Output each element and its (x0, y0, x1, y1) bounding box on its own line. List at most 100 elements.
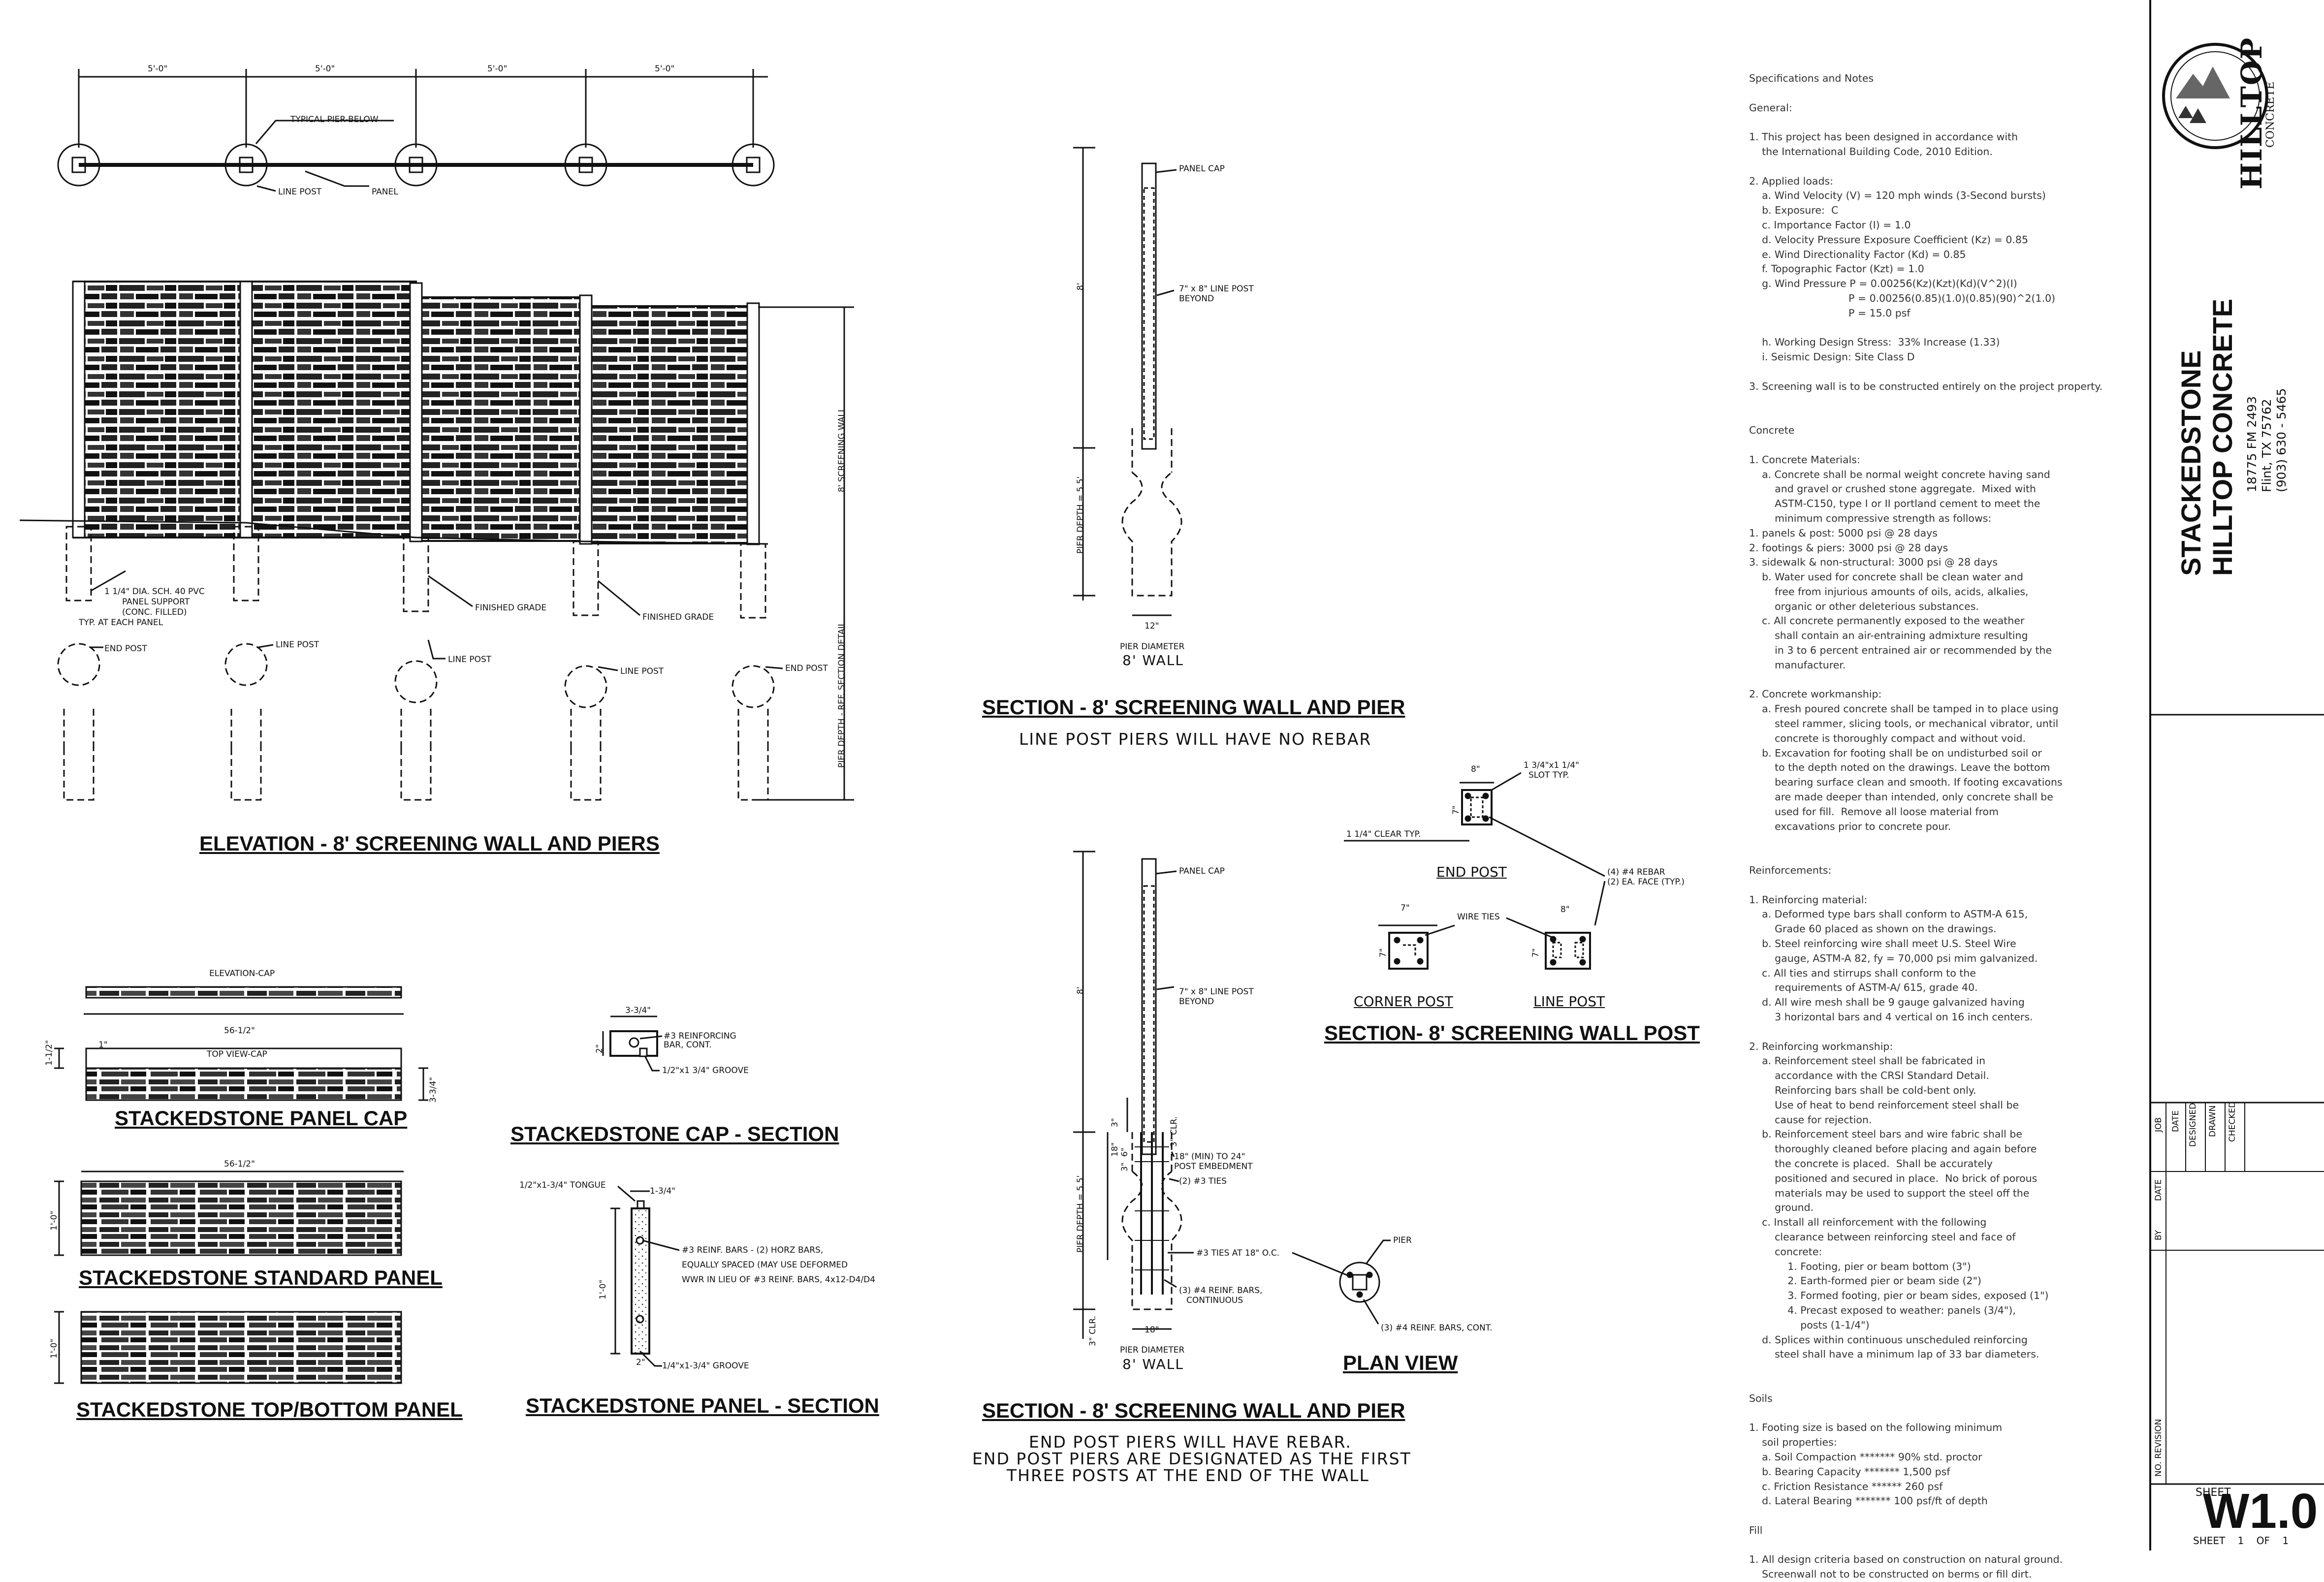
notes-line: shall contain an air-entraining admixtur… (1749, 630, 2028, 642)
post-dim-7: 7" (1451, 805, 1461, 815)
notes-line: b. Steel reinforcing wire shall meet U.S… (1749, 938, 2016, 950)
line-post-dim-7: 7" (1531, 948, 1541, 957)
dia-label-top: 12" (1145, 621, 1159, 631)
wire-ties-label: WIRE TIES (1457, 912, 1500, 922)
notes-line: 2. Earth-formed pier or beam side (2") (1749, 1275, 1981, 1287)
notes-line: thoroughly cleaned before placing and ag… (1749, 1143, 2037, 1155)
section-bottom-subtitle-1: END POST PIERS WILL HAVE REBAR. (1029, 1432, 1352, 1452)
plan-bars-label: (3) #4 REINF. BARS, CONT. (1381, 1323, 1493, 1333)
sheet-number: W1.0 (2203, 1484, 2318, 1539)
logo-word: HILLTOP (2235, 36, 2268, 190)
section-top-subtitle: LINE POST PIERS WILL HAVE NO REBAR (1019, 729, 1372, 749)
notes-line (1749, 1362, 2102, 1377)
standard-panel-title: STACKEDSTONE STANDARD PANEL (79, 1266, 443, 1289)
section-bottom-drawing (1073, 851, 1391, 1339)
line-post-label: LINE POST (278, 187, 322, 197)
pier-depth-label-bottom: PIER DEPTH = 5.5' (1076, 1175, 1085, 1253)
notes-line: General: (1749, 101, 1792, 114)
elevation-cap-label: ELEVATION-CAP (209, 969, 275, 979)
end-post-label-1: END POST (104, 644, 147, 654)
col-job: JOB (2154, 1117, 2164, 1132)
cap-width-label: 56-1/2" (224, 1026, 255, 1036)
post-dim-8: 8" (1471, 764, 1480, 774)
pier-diameter-top: PIER DIAMETER (1120, 642, 1185, 652)
col-drawn: DRAWN (2208, 1105, 2218, 1137)
panel-section-h: 1'-0" (598, 1279, 608, 1299)
bars-label-1: (3) #4 REINF. BARS, (1179, 1286, 1263, 1296)
panel-groove-label: 1/4"x1-3/4" GROOVE (662, 1361, 749, 1371)
notes-line (1749, 878, 2102, 893)
rebar-label-2: (2) EA. FACE (TYP.) (1607, 877, 1685, 887)
line-post-label-3: LINE POST (448, 655, 492, 664)
rebar-label-1: (4) #4 REBAR (1607, 867, 1665, 877)
pier-depth-label: PIER DEPTH - REF. SECTION DETAIL (837, 621, 847, 768)
notes-line: c. All ties and stirrups shall conform t… (1749, 967, 1976, 979)
notes-line: c. Install all reinforcement with the fo… (1749, 1216, 1987, 1229)
notes-line: 2. Applied loads: (1749, 175, 1834, 187)
cap-groove-label: 1/2"x1 3/4" GROOVE (662, 1066, 749, 1076)
panel-details-drawing (54, 986, 680, 1384)
notes-line: a. Soil Compaction ******* 90% std. proc… (1749, 1451, 1982, 1463)
height-label-2: 8' (1076, 986, 1085, 995)
line-post-dim-8: 8" (1560, 905, 1570, 915)
dim-4: 5'-0" (655, 64, 675, 74)
notes-line (1749, 409, 2102, 423)
notes-line (1749, 394, 2102, 409)
cap-section-h: 2" (595, 1044, 605, 1053)
notes-line: 3 horizontal bars and 4 vertical on 16 i… (1749, 1011, 2033, 1023)
wall-height-label: 8' SCREENING WALL (837, 407, 847, 492)
notes-line: 4. Precast exposed to weather: panels (3… (1749, 1304, 2016, 1316)
notes-line: minimum compressive strength as follows: (1749, 512, 1992, 524)
notes-line (1749, 1406, 2102, 1421)
dim-3: 5'-0" (487, 64, 508, 74)
cap-d1-label: 1" (98, 1040, 108, 1050)
corner-dim-7b: 7" (1378, 948, 1388, 957)
notes-line: excavations prior to concrete pour. (1749, 820, 1951, 832)
notes-line: e. Wind Directionality Factor (Kd) = 0.8… (1749, 248, 1966, 260)
notes-line: ASTM-C150, type I or II portland cement … (1749, 498, 2040, 510)
notes-line: g. Wind Pressure P = 0.00256(Kz)(Kzt)(Kd… (1749, 278, 2017, 290)
notes-line: 1. Footing size is based on the followin… (1749, 1422, 2003, 1434)
notes-line: free from injurious amounts of oils, aci… (1749, 585, 2029, 598)
notes-line: b. Bearing Capacity ******* 1,500 psf (1749, 1465, 1950, 1478)
post-section-drawing (1344, 772, 1606, 970)
project-title-1: STACKEDSTONE (2175, 350, 2206, 576)
ties-label: (2) #3 TIES (1179, 1176, 1227, 1186)
pier-diameter-bottom: PIER DIAMETER (1120, 1345, 1185, 1355)
notes-line: steel shall have a minimum lap of 33 bar… (1749, 1348, 2039, 1361)
dia-label-bottom: 18" (1145, 1325, 1159, 1335)
finished-grade-label-2: FINISHED GRADE (642, 612, 714, 622)
address-2: Flint, TX 75762 (2260, 399, 2274, 492)
line-post-title: LINE POST (1533, 993, 1605, 1010)
col-designed: DESIGNED (2188, 1103, 2198, 1147)
corner-dim-7: 7" (1401, 903, 1410, 913)
corner-post-title: CORNER POST (1354, 993, 1453, 1010)
title-block-frame (2149, 0, 2324, 1550)
notes-line (1749, 365, 2102, 380)
end-post-title: END POST (1436, 864, 1507, 880)
pvc-label-2: PANEL SUPPORT (122, 597, 190, 607)
notes-line: clearance between reinforcing steel and … (1749, 1231, 2016, 1243)
panel-section-w2: 2" (636, 1358, 645, 1367)
notes-line: are made deeper than intended, only conc… (1749, 791, 2053, 803)
notes-line: 1. panels & post: 5000 psi @ 28 days (1749, 527, 1938, 539)
notes-line: a. Concrete shall be normal weight concr… (1749, 468, 2050, 480)
notes-line: used for fill. Remove all loose material… (1749, 805, 1999, 818)
notes-line: h. Working Design Stress: 33% Increase (… (1749, 336, 2000, 348)
notes-line: a. Deformed type bars shall conform to A… (1749, 908, 2028, 920)
standard-width-label: 56-1/2" (224, 1159, 255, 1169)
notes-line: the International Building Code, 2010 Ed… (1749, 145, 1993, 158)
notes-line: and gravel or crushed stone aggregate. M… (1749, 483, 2037, 495)
elevation-title: ELEVATION - 8' SCREENING WALL AND PIERS (199, 832, 660, 855)
notes-line: d. All wire mesh shall be 9 gauge galvan… (1749, 996, 2025, 1009)
col-date: DATE (2171, 1110, 2181, 1132)
notes-line: in 3 to 6 percent entrained air or recom… (1749, 644, 2052, 657)
notes-line: positioned and secured in place. No bric… (1749, 1172, 2037, 1184)
slot-label-1: 1 3/4"x1 1/4" (1524, 760, 1579, 770)
notes-line: 3. Formed footing, pier or beam sides, e… (1749, 1290, 2049, 1302)
notes-line: the concrete is placed. Shall be accurat… (1749, 1157, 1993, 1170)
section-bottom-title: SECTION - 8' SCREENING WALL AND PIER (982, 1399, 1405, 1422)
notes-line (1749, 1025, 2102, 1040)
notes-line: concrete: (1749, 1245, 1822, 1258)
dim-2: 5'-0" (315, 64, 335, 74)
